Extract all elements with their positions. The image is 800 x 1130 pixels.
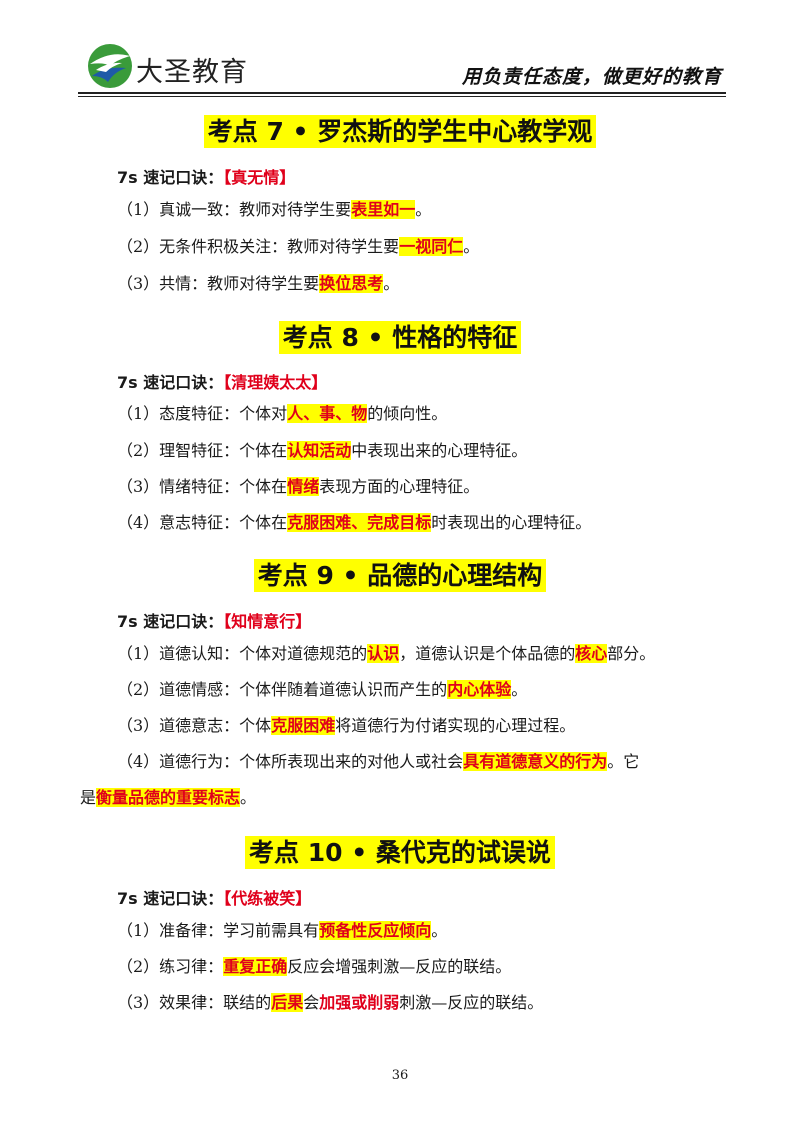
list-item: （2）无条件积极关注：教师对待学生要一视同仁。 [117, 237, 480, 256]
list-item-continuation: 是衡量品德的重要标志。 [80, 788, 257, 807]
list-item: （2）道德情感：个体伴随着道德认识而产生的内心体验。 [117, 680, 528, 699]
logo-icon [88, 44, 132, 88]
list-item: （1）准备律：学习前需具有预备性反应倾向。 [117, 921, 448, 940]
list-item: （4）道德行为：个体所表现出来的对他人或社会具有道德意义的行为。它 [117, 752, 640, 771]
header-rule-thin [78, 96, 726, 97]
list-item: （2）理智特征：个体在认知活动中表现出来的心理特征。 [117, 441, 528, 460]
brand-name: 大圣教育 [136, 57, 248, 88]
list-item: （3）效果律：联结的后果会加强或削弱刺激—反应的联结。 [117, 993, 544, 1012]
mnemonic: 7s 速记口诀：【知情意行】 [117, 612, 312, 631]
header-slogan: 用负责任态度，做更好的教育 [461, 66, 722, 88]
section-title: 考点 9 • 品德的心理结构 [0, 556, 800, 592]
list-item: （4）意志特征：个体在克服困难、完成目标时表现出的心理特征。 [117, 513, 592, 532]
section-title: 考点 8 • 性格的特征 [0, 318, 800, 354]
list-item: （3）共情：教师对待学生要换位思考。 [117, 274, 400, 293]
section-title: 考点 7 • 罗杰斯的学生中心教学观 [0, 112, 800, 148]
list-item: （1）道德认知：个体对道德规范的认识，道德认识是个体品德的核心部分。 [117, 644, 656, 663]
list-item: （1）真诚一致：教师对待学生要表里如一。 [117, 200, 432, 219]
list-item: （3）情绪特征：个体在情绪表现方面的心理特征。 [117, 477, 480, 496]
list-item: （1）态度特征：个体对人、事、物的倾向性。 [117, 404, 448, 423]
list-item: （2）练习律：重复正确反应会增强刺激—反应的联结。 [117, 957, 512, 976]
list-item: （3）道德意志：个体克服困难将道德行为付诸实现的心理过程。 [117, 716, 576, 735]
page-header: 大圣教育 用负责任态度，做更好的教育 [78, 40, 726, 97]
mnemonic: 7s 速记口诀：【代练被笑】 [117, 889, 312, 908]
mnemonic: 7s 速记口诀：【真无情】 [117, 168, 296, 187]
mnemonic: 7s 速记口诀：【清理姨太太】 [117, 373, 328, 392]
section-title: 考点 10 • 桑代克的试误说 [0, 833, 800, 869]
header-rule [78, 92, 726, 94]
page-number: 36 [391, 1068, 409, 1083]
